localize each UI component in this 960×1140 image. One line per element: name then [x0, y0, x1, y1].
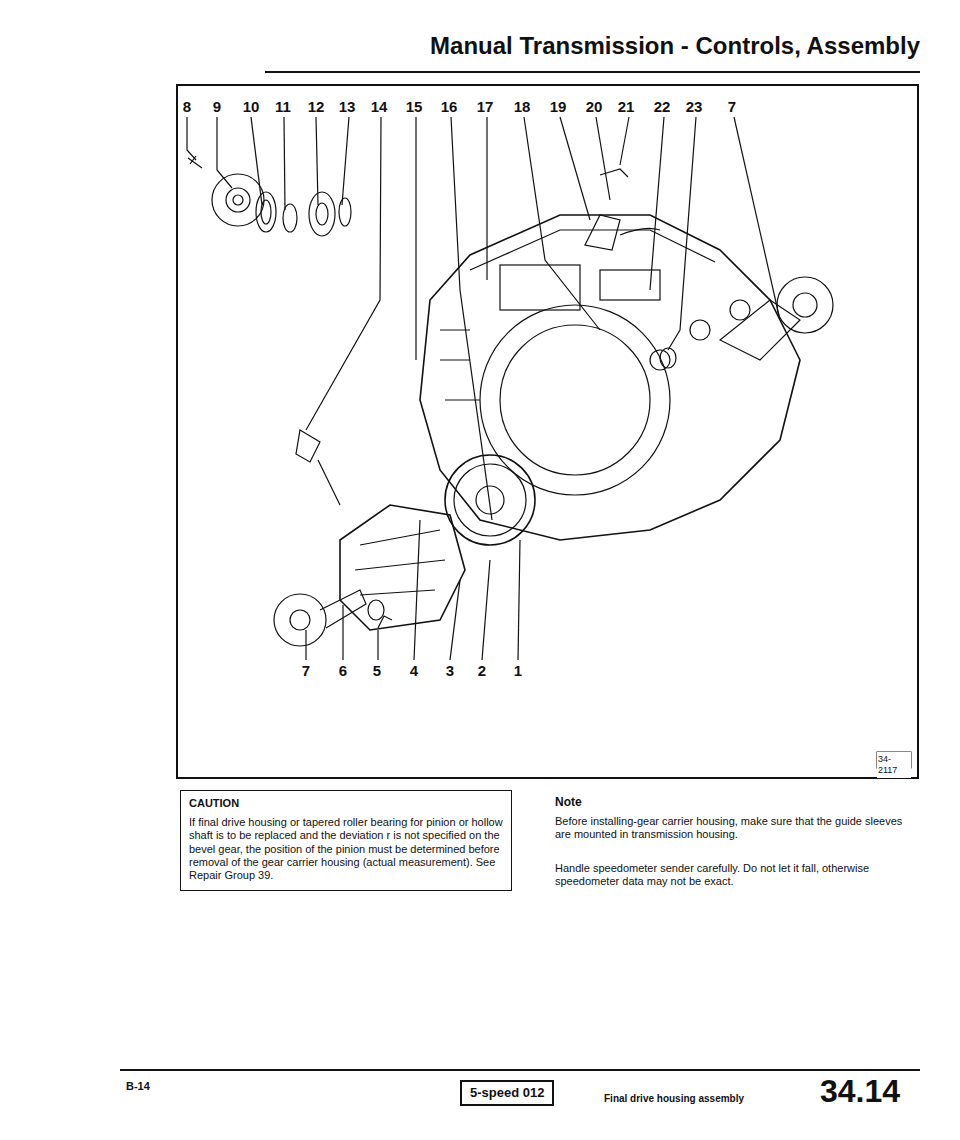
footer-text: Final drive housing assembly: [604, 1093, 744, 1105]
callout-number: 7: [302, 662, 310, 680]
callout-number: 12: [308, 98, 325, 116]
illustration: [120, 72, 920, 1070]
note-heading: Note: [555, 795, 582, 809]
callout-number: 16: [441, 98, 458, 116]
callout-number: 10: [243, 98, 260, 116]
callout-number: 8: [183, 98, 191, 116]
callout-number: 6: [339, 662, 347, 680]
callout-number: 9: [213, 98, 221, 116]
box-heading: 34-2117: [878, 754, 910, 776]
callout-number: 21: [618, 98, 635, 116]
page-title: Manual Transmission - Controls, Assembly: [430, 32, 920, 61]
callout-number: 1: [514, 662, 522, 680]
callout-number: 11: [275, 98, 291, 116]
box-text: If final drive housing or tapered roller…: [189, 816, 503, 882]
page-code: B-14: [126, 1080, 150, 1093]
callout-number: 7: [728, 98, 736, 116]
page-number: 34.14: [820, 1072, 900, 1110]
callout-number: 13: [339, 98, 356, 116]
figure-number-box: 34-2117: [877, 752, 911, 778]
callout-number: 17: [477, 98, 494, 116]
callout-number: 5: [373, 662, 381, 680]
callout-number: 18: [514, 98, 531, 116]
caution-box: CAUTION If final drive housing or tapered…: [180, 790, 512, 891]
note-text: Handle speedometer sender carefully. Do …: [555, 862, 905, 888]
callout-number: 15: [406, 98, 423, 116]
callout-number: 3: [446, 662, 454, 680]
callout-number: 19: [550, 98, 567, 116]
box-heading: 5-speed 012: [470, 1085, 544, 1101]
callout-number: 23: [686, 98, 703, 116]
callout-number: 14: [371, 98, 388, 116]
callout-number: 4: [410, 662, 418, 680]
note-text: Before installing-gear carrier housing, …: [555, 815, 905, 841]
model-box: 5-speed 012: [460, 1080, 554, 1106]
callout-number: 22: [654, 98, 671, 116]
callout-number: 20: [586, 98, 603, 116]
callout-number: 2: [478, 662, 486, 680]
box-heading: CAUTION: [189, 797, 503, 810]
